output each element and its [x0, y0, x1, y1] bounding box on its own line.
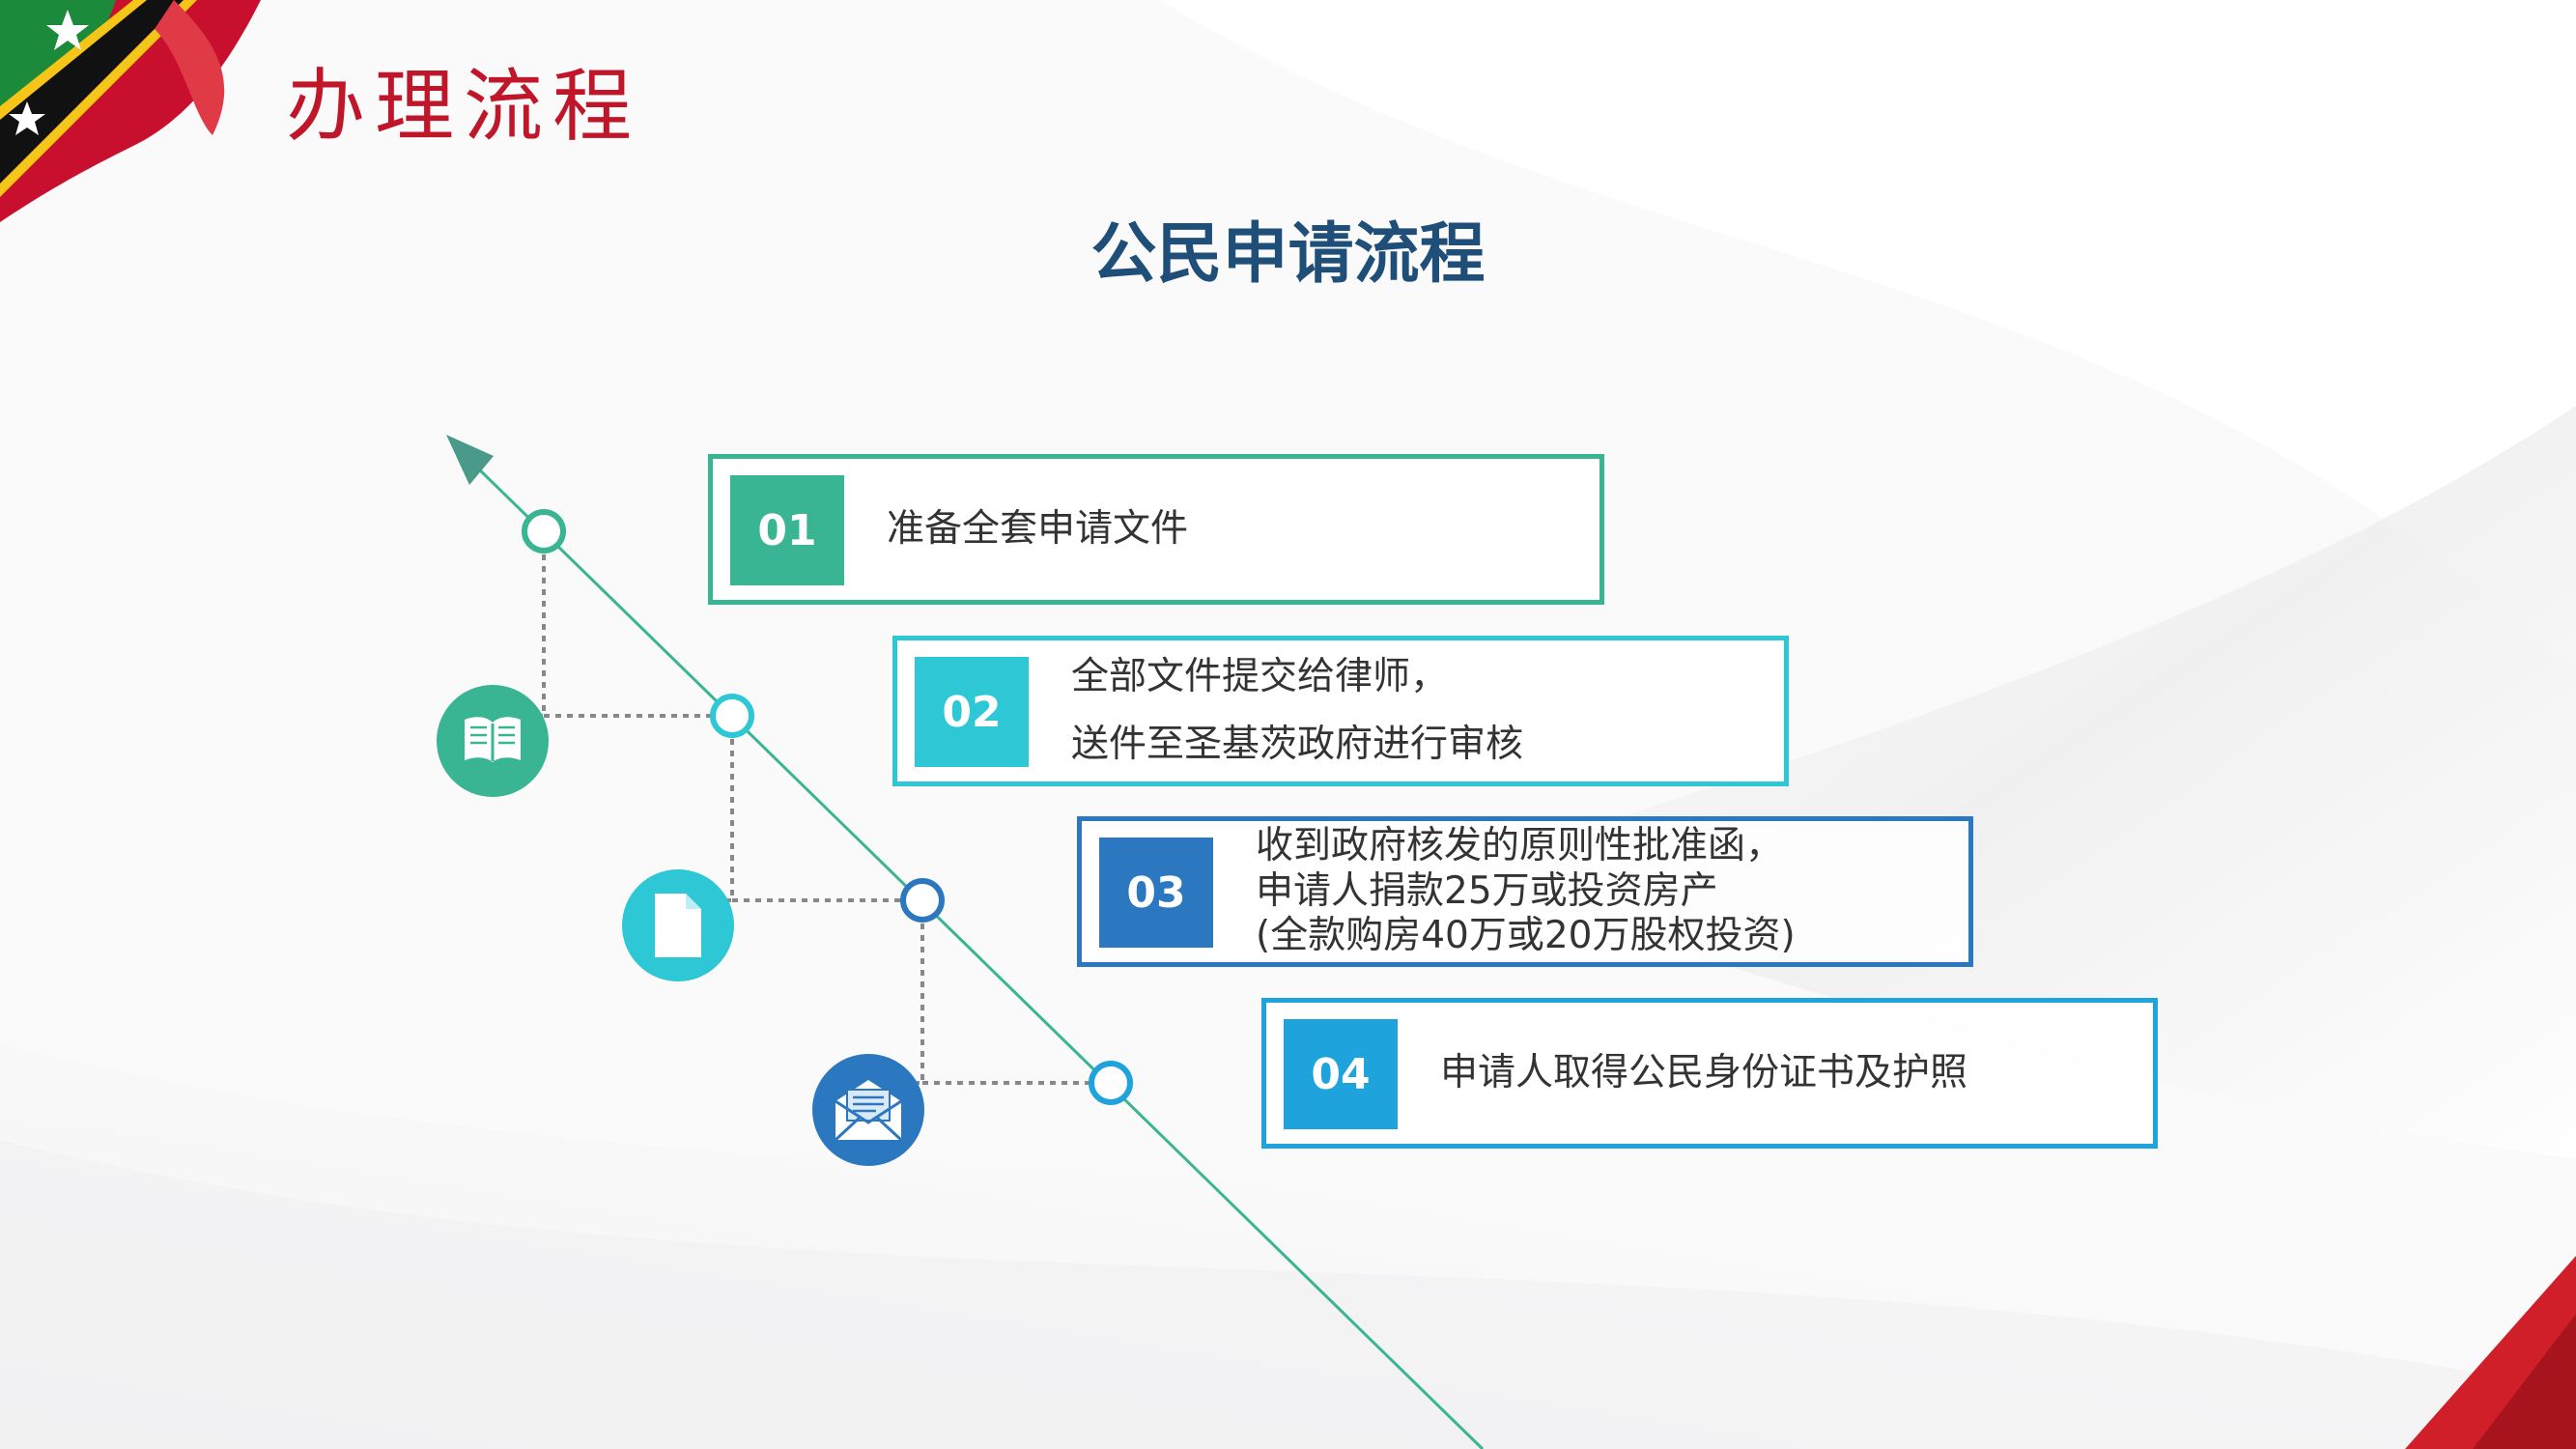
timeline-node-3 [900, 878, 945, 923]
step-line: (全款购房40万或20万股权投资) [1256, 914, 1796, 958]
step-line: 全部文件提交给律师， [1071, 654, 1449, 698]
step-card-1: 01 准备全套申请文件 [708, 454, 1604, 605]
envelope-badge [812, 1054, 924, 1166]
step-line: 申请人捐款25万或投资房产 [1256, 868, 1718, 913]
document-badge [622, 869, 734, 981]
timeline-node-2 [710, 694, 754, 738]
step-card-2: 02 全部文件提交给律师， 送件至圣基茨政府进行审核 [892, 636, 1789, 786]
step-number: 04 [1284, 1019, 1398, 1129]
step-text: 收到政府核发的原则性批准函， 申请人捐款25万或投资房产 (全款购房40万或20… [1256, 821, 1796, 962]
timeline-node-4 [1089, 1061, 1133, 1105]
step-text: 全部文件提交给律师， 送件至圣基茨政府进行审核 [1071, 640, 1523, 781]
book-icon [465, 717, 521, 762]
step-text: 准备全套申请文件 [887, 459, 1188, 600]
step-number: 01 [730, 475, 844, 585]
step-card-3: 03 收到政府核发的原则性批准函， 申请人捐款25万或投资房产 (全款购房40万… [1077, 816, 1973, 967]
section-title: 办理流程 [286, 61, 642, 153]
step-line: 申请人取得公民身份证书及护照 [1440, 1050, 1968, 1094]
arrow-head-icon [446, 435, 494, 485]
page-title: 公民申请流程 [1090, 216, 1486, 293]
book-badge [437, 685, 549, 797]
step-number: 03 [1099, 838, 1213, 948]
step-card-4: 04 申请人取得公民身份证书及护照 [1261, 998, 2158, 1149]
document-icon [655, 894, 701, 957]
step-line: 准备全套申请文件 [887, 506, 1189, 551]
timeline-node-1 [522, 509, 566, 554]
step-line: 送件至圣基茨政府进行审核 [1071, 723, 1524, 766]
diagonal-timeline [471, 462, 1485, 1449]
step-line: 收到政府核发的原则性批准函， [1256, 823, 1784, 867]
envelope-icon [834, 1080, 903, 1142]
step-number: 02 [915, 657, 1029, 767]
step-text: 申请人取得公民身份证书及护照 [1440, 1003, 1967, 1144]
